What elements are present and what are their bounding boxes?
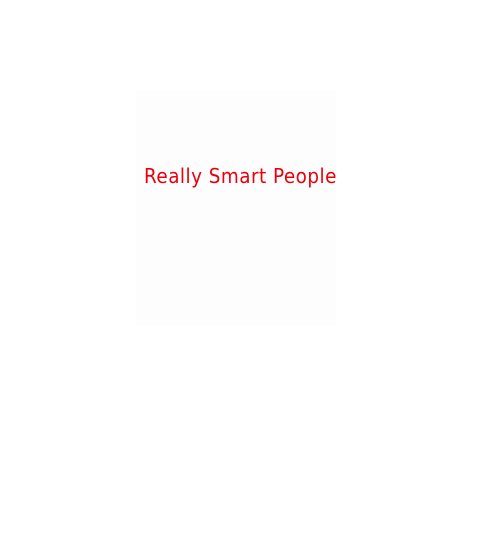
faint-panel xyxy=(136,90,336,326)
caption-text: Really Smart People xyxy=(144,164,337,188)
